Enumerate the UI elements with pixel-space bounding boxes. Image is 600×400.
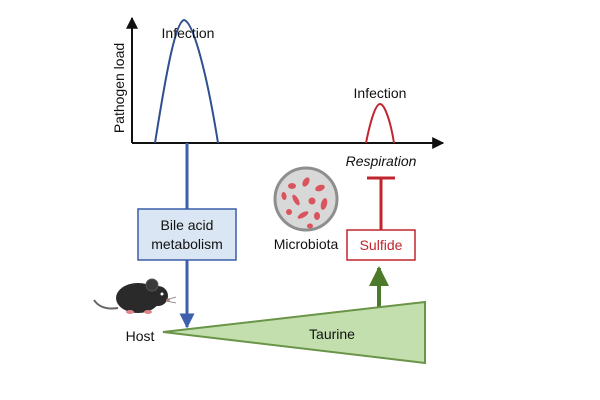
taurine-label: Taurine <box>309 326 355 342</box>
sulfide-box <box>346 229 416 261</box>
y-axis-label: Pathogen load <box>111 43 127 133</box>
infection-peak-1 <box>154 18 219 144</box>
infection-peak-2 <box>365 102 395 144</box>
microbiota-icon <box>273 166 339 232</box>
sulfide-pathway: Sulfide <box>346 176 416 310</box>
host-label: Host <box>126 328 155 344</box>
bile-acid-box <box>137 208 237 261</box>
infection-peak-2-label: Infection <box>354 85 407 101</box>
bile-acid-line1: Bile acid <box>161 217 214 233</box>
taurine-wedge <box>162 300 426 365</box>
infection-peak-1-label: Infection <box>162 25 215 41</box>
bile-acid-line2: metabolism <box>151 236 223 252</box>
bile-acid-pathway: Bile acid metabolism <box>137 143 237 329</box>
microbiota-label: Microbiota <box>274 236 339 252</box>
respiration-label: Respiration <box>346 153 417 169</box>
pathogen-load-plot: Pathogen load Infection Infection Respir… <box>111 16 445 169</box>
mouse-icon <box>93 278 177 314</box>
sulfide-text: Sulfide <box>360 237 403 253</box>
